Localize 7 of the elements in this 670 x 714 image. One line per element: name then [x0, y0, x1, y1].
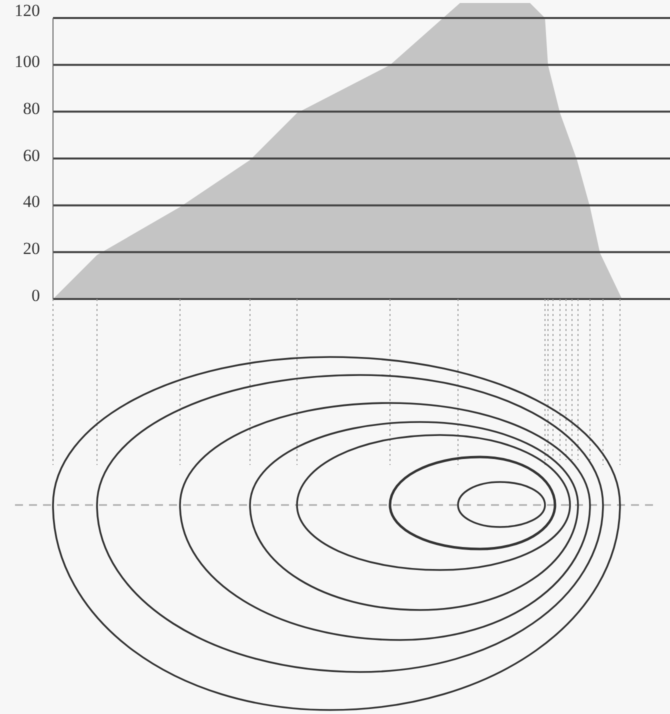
axis-tick-label: 0 [30, 287, 40, 305]
axis-tick-label: 100 [14, 52, 40, 71]
axis-tick-label: 80 [22, 100, 40, 118]
axis-tick-label: 40 [22, 193, 40, 212]
axis-tick-label: 20 [22, 240, 40, 258]
axis-tick-label: 120 [14, 2, 40, 20]
axis-tick-label: 60 [22, 146, 40, 164]
